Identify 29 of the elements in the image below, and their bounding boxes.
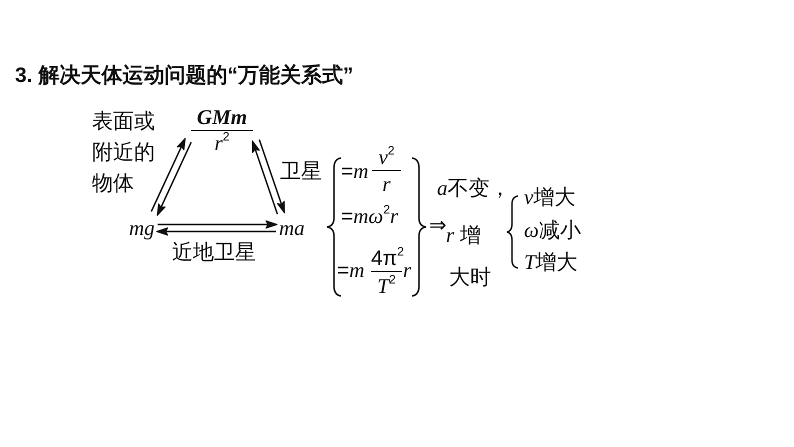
arrow [156,142,192,216]
formula-text: =m [341,159,368,184]
condition-text: a不变， [437,176,510,201]
edge-label: 卫星 [280,160,322,184]
formula-text: =mω$^{2}$r [341,204,398,229]
math-term: ma [279,216,305,240]
math-term: mg [129,216,155,240]
formula-text: =m [337,258,364,283]
title: 3. 解决天体运动问题的“万能关系式” [15,64,354,88]
fraction-denominator: r [381,172,392,197]
arrow [156,227,276,236]
implies-sign: ⇒ [429,214,447,237]
arrow [252,140,278,214]
arrow [150,138,186,212]
arrow [158,220,278,229]
arrow [258,139,285,214]
condition-text: r 增 [446,223,482,248]
edge-label: 表面或附近的物体 [92,109,155,197]
result-text: T增大 [524,250,578,275]
fraction-numerator: GMm [191,105,253,131]
result-text: ω减小 [524,218,581,243]
fraction-denominator: r$^{2}$ [214,131,230,156]
fraction-denominator: T$^{2}$ [376,274,397,299]
fraction-numerator: v$^{2}$ [372,145,401,171]
edge-label: 近地卫星 [172,241,256,265]
condition-text: 大时 [449,266,491,290]
formula-text: r [403,258,412,283]
result-text: v增大 [524,185,576,210]
fraction-numerator: 4π$^{2}$ [371,246,402,272]
